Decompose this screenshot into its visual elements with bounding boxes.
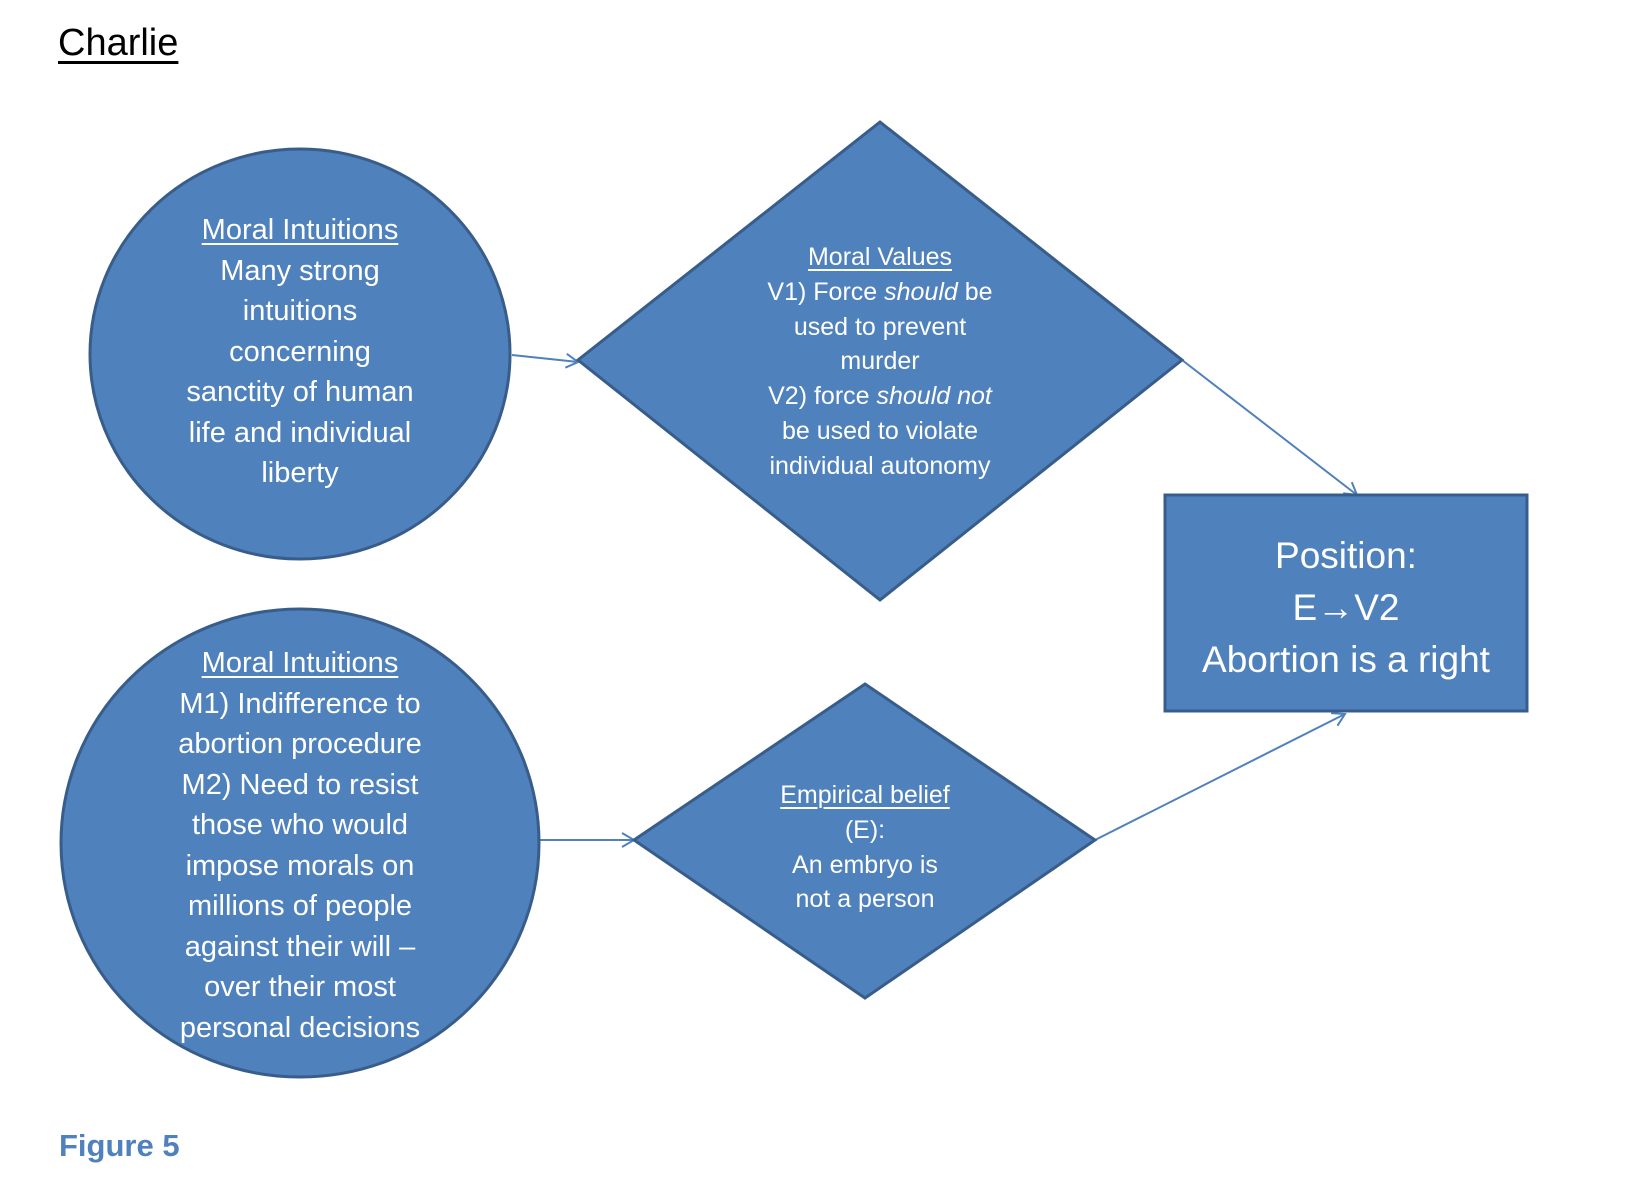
node-empirical: Empirical belief (E): An embryo is not a…: [735, 778, 995, 917]
node-line: individual autonomy: [769, 451, 991, 480]
edge-intuitions-top-to-values: [511, 352, 580, 369]
node-position-shape: [1163, 493, 1529, 713]
node-empirical-shape: [631, 682, 1098, 1000]
edge-values-to-position: [1181, 359, 1359, 497]
node-line: Abortion is a right: [1202, 639, 1490, 680]
node-heading: Moral Intuitions: [201, 647, 399, 679]
node-line: An embryo is: [792, 850, 938, 879]
node-line: life and individual: [188, 416, 412, 449]
node-intuitions-bottom: Moral Intuitions M1) Indifference to abo…: [80, 643, 520, 1048]
node-line: used to prevent: [793, 312, 967, 341]
node-line: V2) force should not: [768, 382, 992, 411]
node-line: against their will –: [184, 930, 416, 963]
node-heading: Moral Values: [807, 243, 953, 271]
node-line: abortion procedure: [178, 728, 422, 760]
figure-caption: Figure 5: [59, 1128, 180, 1163]
node-line: M1) Indifference to: [179, 687, 421, 720]
node-values: Moral Values V1) Force should be used to…: [730, 240, 1030, 484]
node-line: intuitions: [242, 295, 358, 327]
node-intuitions-top: Moral Intuitions Many strong intuitions …: [100, 210, 500, 494]
node-values-shape: [575, 120, 1185, 602]
node-line: not a person: [795, 885, 935, 914]
node-intuitions-bottom-shape: [59, 607, 541, 1079]
node-line: murder: [840, 347, 920, 376]
node-line: over their most: [204, 971, 396, 1003]
node-line: Position:: [1275, 535, 1417, 576]
node-line: impose morals on: [185, 849, 415, 882]
node-position: Position: E→V2 Abortion is a right: [1165, 530, 1527, 686]
node-heading: Moral Intuitions: [201, 214, 399, 246]
node-line: sanctity of human: [186, 376, 414, 408]
node-line: (E):: [844, 815, 886, 844]
diagram-title: Charlie: [58, 22, 179, 64]
node-line: M2) Need to resist: [181, 768, 419, 801]
node-line: V1) Force should be: [767, 277, 993, 306]
node-heading: Empirical belief: [780, 781, 950, 809]
node-line: personal decisions: [179, 1011, 421, 1044]
node-line: Many strong: [220, 254, 380, 287]
node-line: E→V2: [1292, 587, 1400, 628]
node-intuitions-top-shape: [88, 147, 512, 561]
node-line: millions of people: [187, 890, 413, 922]
edge-empirical-to-position: [1094, 712, 1347, 841]
node-line: concerning: [229, 335, 371, 368]
node-line: those who would: [191, 809, 409, 841]
node-line: liberty: [261, 457, 339, 489]
node-line: be used to violate: [782, 416, 978, 445]
